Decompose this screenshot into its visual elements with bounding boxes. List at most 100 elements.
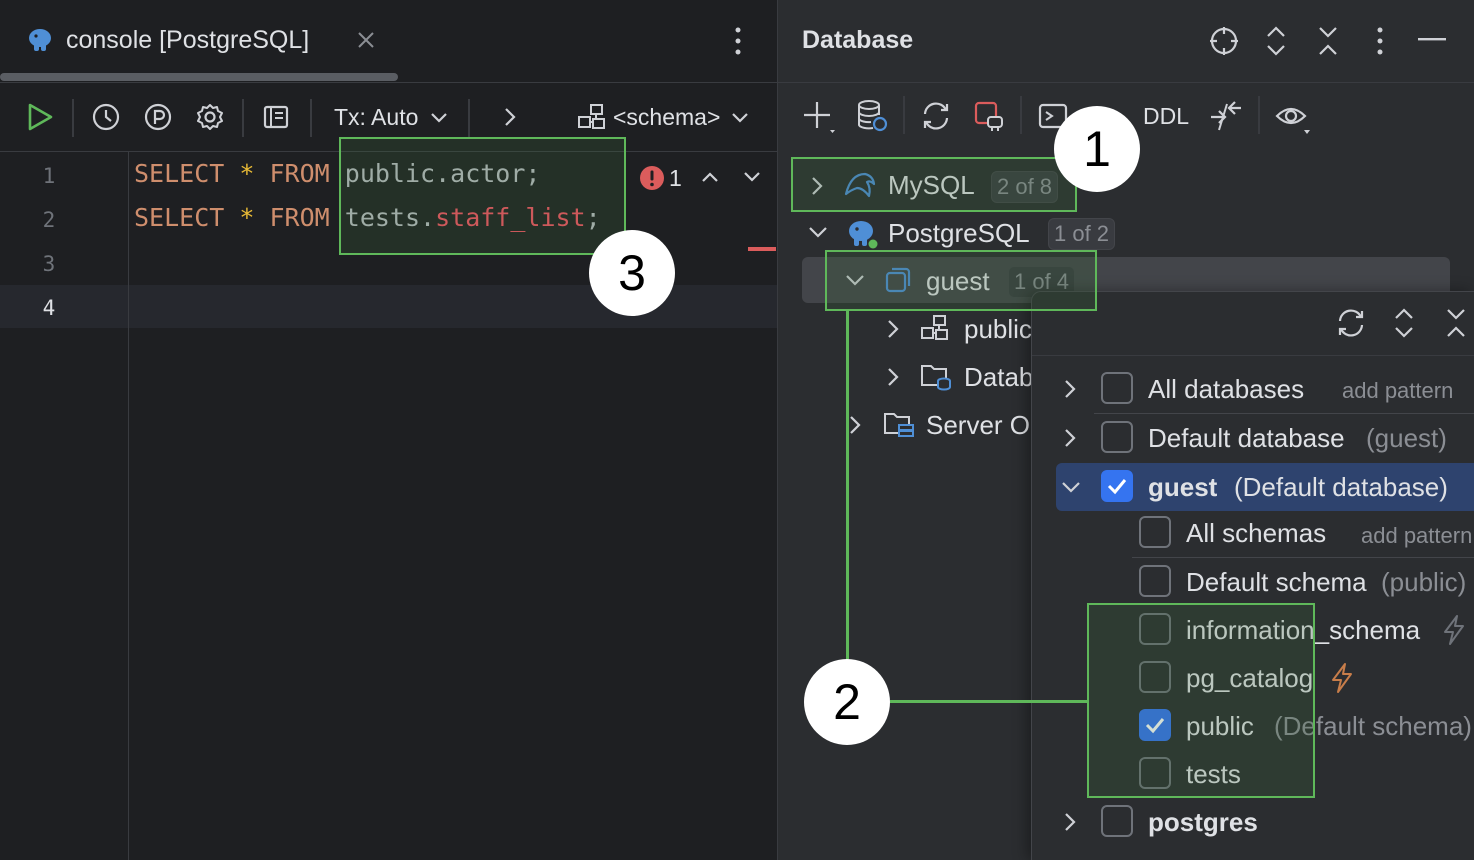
public-schema-label: public (1186, 711, 1254, 741)
disconnect-icon[interactable] (973, 100, 1005, 132)
close-tab-icon[interactable] (356, 30, 376, 50)
database-objects-folder-icon (920, 361, 952, 391)
schema-icon (920, 314, 950, 342)
chevron-down-icon[interactable] (742, 170, 762, 184)
pg-catalog-label: pg_catalog (1186, 663, 1314, 693)
sql-keyword: SELECT (134, 203, 225, 232)
default-schema-checkbox[interactable] (1139, 565, 1171, 597)
sql-star: * (239, 159, 255, 188)
callout-2: 2 (804, 659, 890, 745)
query-console-icon[interactable] (1038, 102, 1068, 130)
chevron-down-icon[interactable] (845, 272, 865, 288)
chevron-right-icon[interactable] (1062, 428, 1078, 448)
guest-database-label: guest (1148, 472, 1218, 502)
editor-tab-bar: console [PostgreSQL] (0, 0, 777, 82)
chevron-right-icon[interactable] (847, 415, 863, 435)
chevron-right-icon[interactable] (503, 107, 517, 127)
sql-keyword: FROM (269, 159, 330, 188)
line-number: 4 (42, 296, 56, 320)
add-icon[interactable] (802, 100, 836, 134)
postgresql-count-badge: 1 of 2 (1048, 218, 1116, 250)
collapse-all-icon[interactable] (1443, 306, 1469, 340)
error-count[interactable]: 1 (669, 165, 682, 191)
tree-item-server-objects[interactable]: Server O (926, 410, 1031, 440)
mysql-count-badge: 2 of 8 (991, 171, 1059, 203)
postgres-database-checkbox[interactable] (1101, 805, 1133, 837)
transaction-mode-dropdown[interactable]: Tx: Auto (334, 104, 419, 130)
editor-pane: console [PostgreSQL] Tx: Auto (0, 0, 777, 860)
tree-item-postgresql[interactable]: PostgreSQL (888, 218, 1030, 248)
tree-item-database-objects[interactable]: Datab (964, 362, 1034, 392)
all-schemas-checkbox[interactable] (1139, 516, 1171, 548)
default-schema-label: Default schema (1186, 567, 1367, 597)
guest-database-checkbox[interactable] (1101, 470, 1133, 502)
chevron-right-icon[interactable] (885, 319, 901, 339)
sql-star: * (239, 203, 255, 232)
toolbar-divider (468, 99, 470, 137)
view-options-eye-icon[interactable] (1275, 102, 1311, 134)
server-objects-folder-icon (883, 409, 915, 439)
database-icon (884, 266, 912, 294)
line-number: 3 (42, 252, 56, 276)
callout-3: 3 (589, 230, 675, 316)
ddl-button[interactable]: DDL (1143, 103, 1190, 129)
more-options-icon[interactable] (1370, 26, 1390, 56)
chevron-down-icon[interactable] (731, 111, 749, 125)
chevron-down-icon[interactable] (1061, 479, 1081, 495)
postgresql-elephant-icon (26, 26, 54, 54)
refresh-icon[interactable] (920, 100, 952, 132)
sql-table: actor (450, 159, 526, 188)
layout-panel-icon[interactable] (262, 103, 290, 131)
chevron-right-icon[interactable] (1062, 812, 1078, 832)
chevron-right-icon[interactable] (809, 176, 825, 196)
editor-tab-title[interactable]: console [PostgreSQL] (66, 26, 310, 54)
refresh-icon[interactable] (1335, 307, 1367, 339)
expand-all-icon[interactable] (1391, 306, 1417, 340)
all-databases-label: All databases (1148, 374, 1305, 404)
chevron-right-icon[interactable] (1062, 379, 1078, 399)
public-schema-checkbox[interactable] (1139, 709, 1171, 741)
annotation-highlight-schemas (1087, 603, 1315, 798)
mysql-dolphin-icon (843, 168, 877, 200)
execute-icon[interactable] (26, 102, 54, 132)
callout-1: 1 (1054, 106, 1140, 192)
line-gutter: 1 2 3 4 (0, 152, 129, 860)
add-pattern-link[interactable]: add pattern (1342, 378, 1454, 403)
sql-keyword: FROM (269, 203, 330, 232)
expand-all-icon[interactable] (1263, 24, 1289, 58)
add-pattern-link[interactable]: add pattern (1361, 523, 1473, 548)
code-line-1[interactable]: SELECT * FROM public.actor; (134, 159, 540, 188)
parameters-icon[interactable] (143, 102, 173, 132)
more-options-icon[interactable] (728, 26, 748, 56)
all-databases-checkbox[interactable] (1101, 372, 1133, 404)
popup-divider (1132, 557, 1474, 558)
settings-gear-icon[interactable] (195, 102, 225, 132)
jump-to-source-icon[interactable] (1209, 100, 1243, 132)
data-source-properties-icon[interactable] (856, 99, 888, 133)
tree-item-public-schema[interactable]: public (964, 314, 1032, 344)
minimize-icon[interactable] (1418, 38, 1446, 42)
schema-dropdown[interactable]: <schema> (613, 104, 721, 130)
chevron-right-icon[interactable] (885, 367, 901, 387)
tree-item-mysql[interactable]: MySQL (888, 170, 975, 200)
code-line-2[interactable]: SELECT * FROM tests.staff_list; (134, 203, 601, 232)
tests-schema-checkbox[interactable] (1139, 757, 1171, 789)
annotation-highlight-guest (825, 250, 1097, 311)
locate-crosshair-icon[interactable] (1208, 25, 1240, 57)
chevron-down-icon[interactable] (808, 224, 828, 240)
error-stripe-marker[interactable] (748, 247, 776, 251)
tab-scrollbar[interactable] (0, 73, 398, 81)
error-icon[interactable] (639, 165, 665, 191)
chevron-up-icon[interactable] (700, 170, 720, 184)
chevron-down-icon[interactable] (430, 111, 448, 125)
tree-item-guest[interactable]: guest (926, 266, 990, 296)
history-icon[interactable] (91, 102, 121, 132)
default-database-checkbox[interactable] (1101, 421, 1133, 453)
schema-icon (577, 103, 607, 131)
pg-catalog-checkbox[interactable] (1139, 661, 1171, 693)
collapse-all-icon[interactable] (1315, 24, 1341, 58)
lightning-icon (1441, 614, 1467, 646)
information-schema-checkbox[interactable] (1139, 613, 1171, 645)
toolbar-divider (1258, 96, 1260, 134)
annotation-highlight-mysql (791, 157, 1077, 212)
